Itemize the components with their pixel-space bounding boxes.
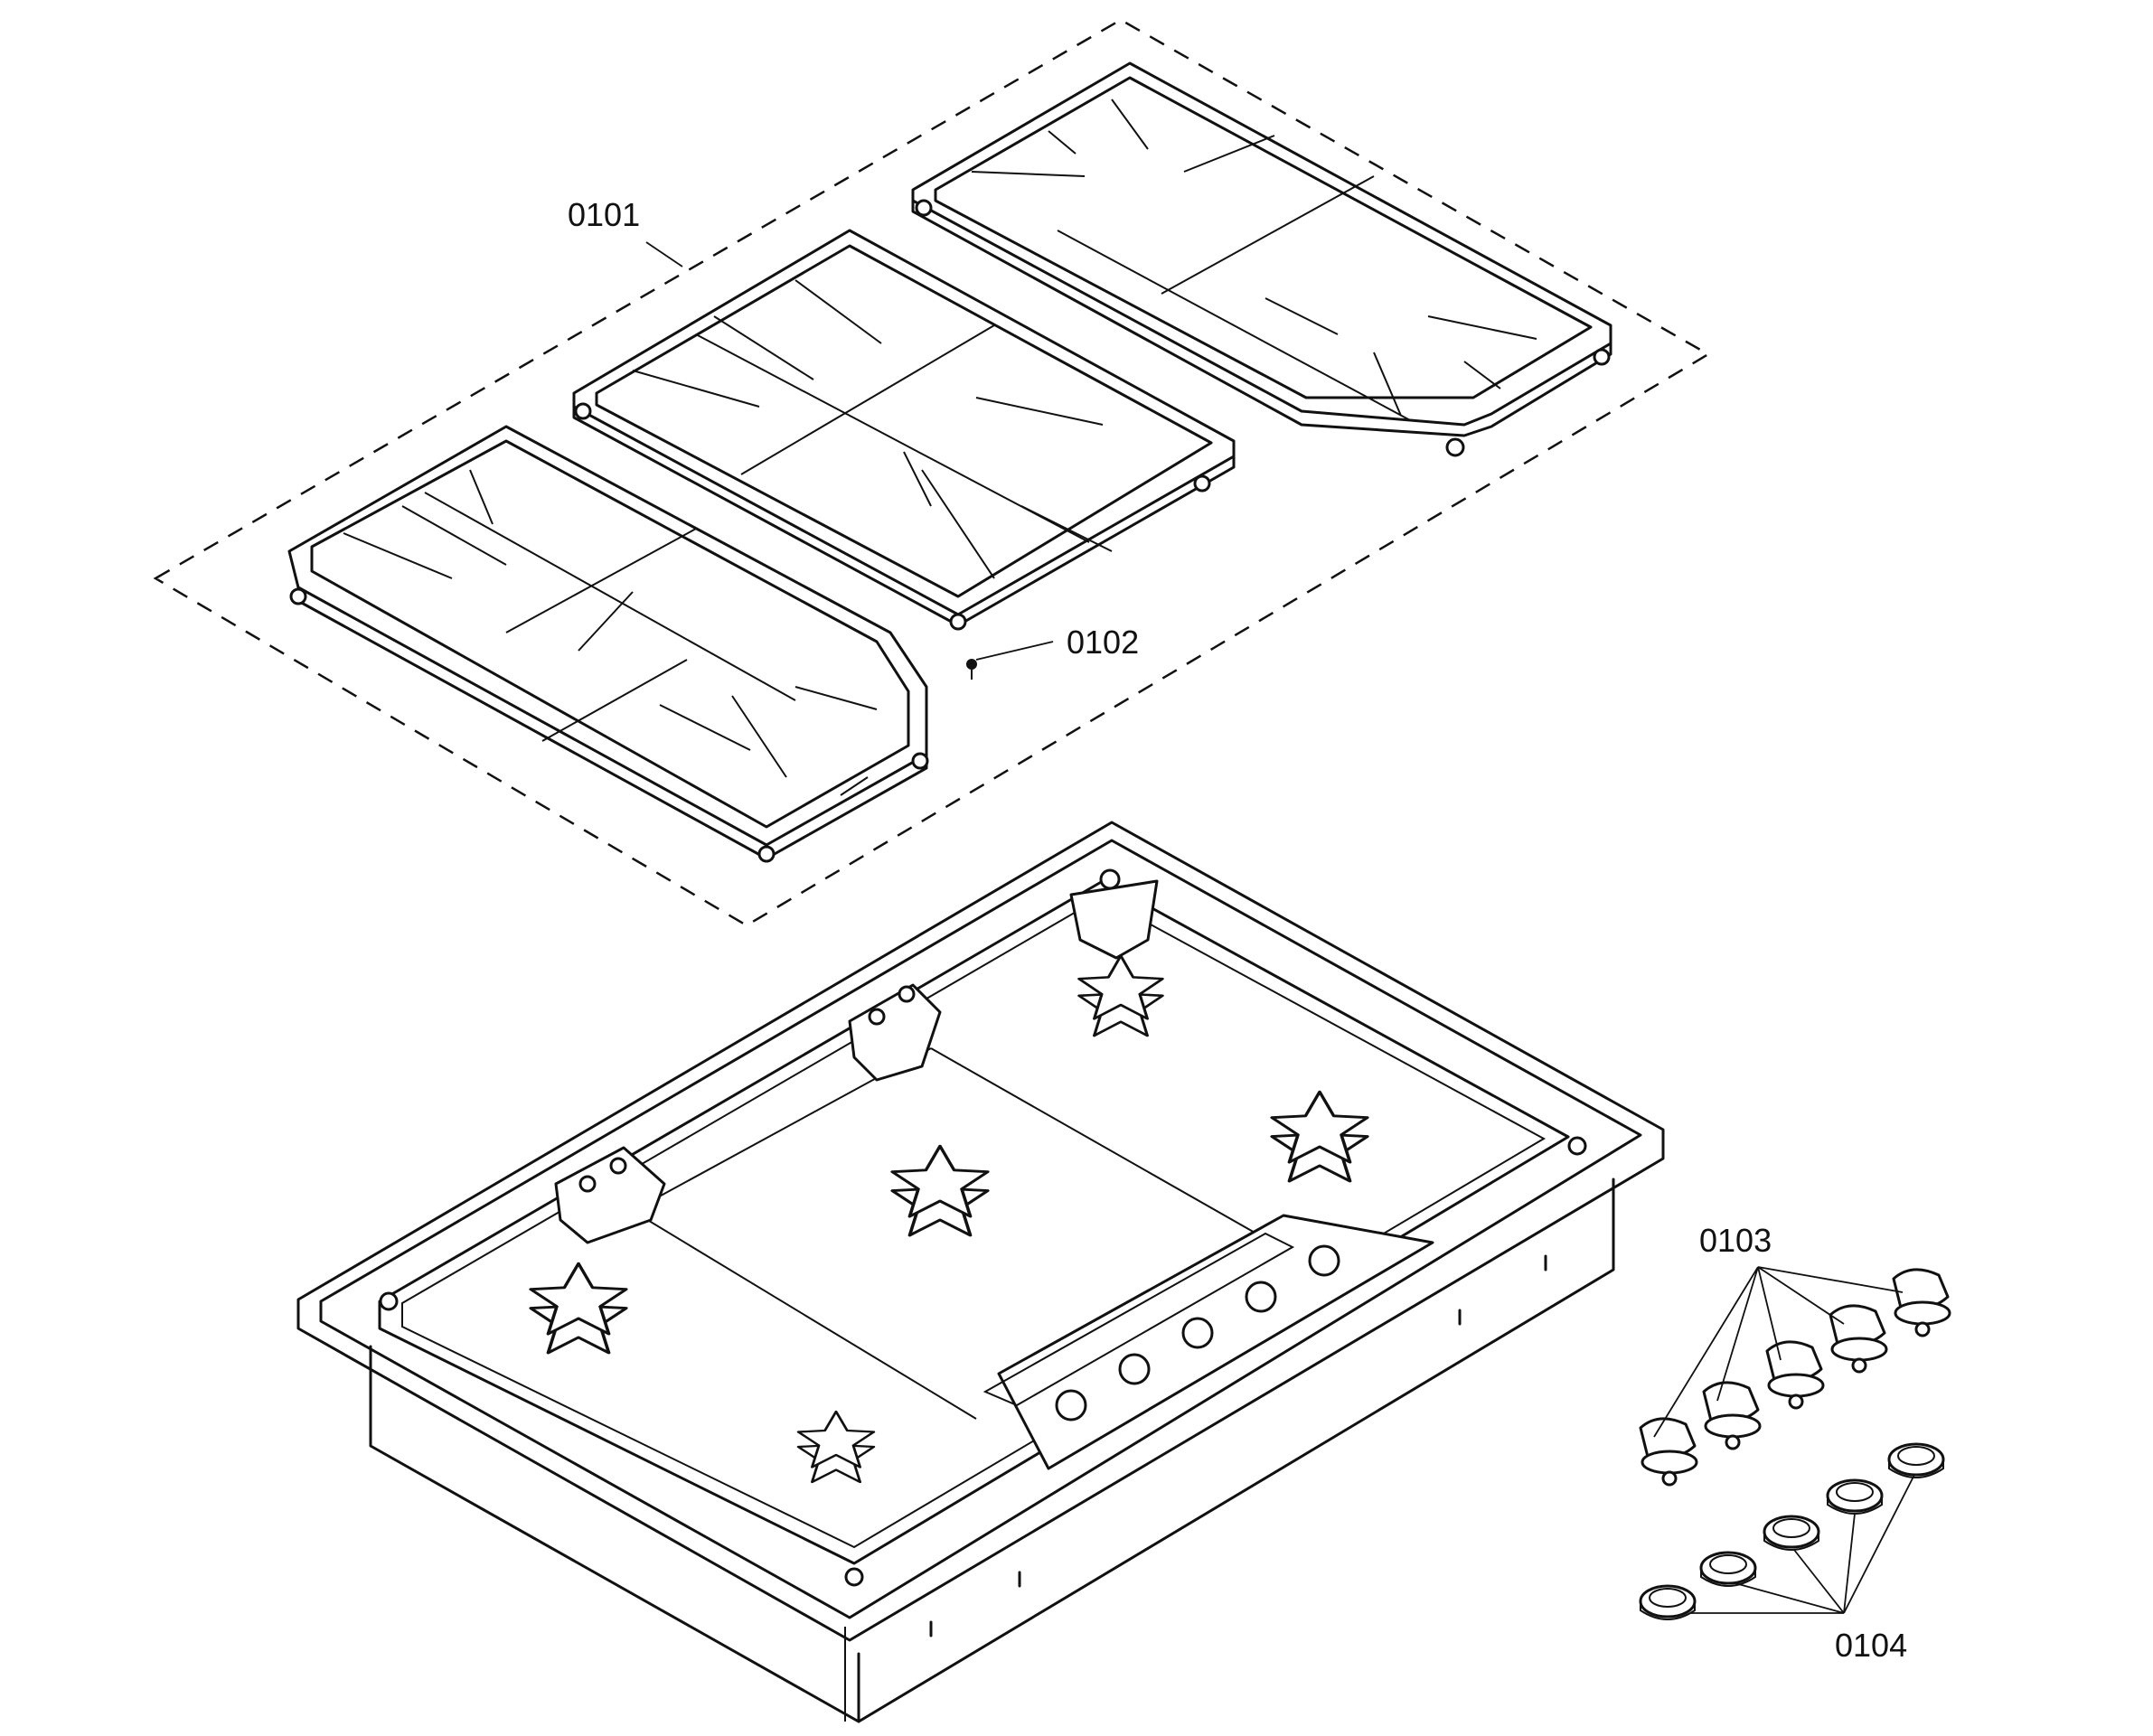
right-grate bbox=[911, 61, 1612, 457]
callout-0101: 0101 bbox=[568, 196, 640, 233]
bezel bbox=[1887, 1442, 1945, 1478]
bezel bbox=[1699, 1551, 1757, 1587]
bezel bbox=[1826, 1478, 1884, 1515]
knob bbox=[1829, 1304, 1888, 1374]
callout-0103: 0103 bbox=[1699, 1222, 1772, 1259]
control-knobs bbox=[1639, 1268, 1951, 1487]
left-grate bbox=[287, 425, 929, 863]
leader-0103 bbox=[1653, 1266, 1904, 1438]
leader-lines bbox=[645, 241, 1915, 1614]
knob bbox=[1702, 1381, 1762, 1450]
leader-0102 bbox=[975, 641, 1054, 661]
callout-0102: 0102 bbox=[1067, 624, 1139, 661]
grate-bumper bbox=[966, 659, 977, 680]
grate-set-boundary bbox=[153, 18, 1711, 927]
bezel bbox=[1639, 1584, 1697, 1620]
grate-set bbox=[153, 18, 1711, 927]
control-panel bbox=[997, 1214, 1434, 1470]
knob bbox=[1639, 1417, 1698, 1487]
leader-0104 bbox=[1690, 1474, 1915, 1614]
leader-0101 bbox=[645, 241, 683, 267]
middle-grate bbox=[572, 229, 1236, 631]
cooktop-body bbox=[296, 821, 1665, 1723]
knob bbox=[1892, 1268, 1951, 1337]
knob bbox=[1765, 1340, 1825, 1410]
callout-0104: 0104 bbox=[1835, 1627, 1907, 1664]
knob-bezels bbox=[1639, 1442, 1945, 1620]
bezel bbox=[1763, 1515, 1820, 1551]
